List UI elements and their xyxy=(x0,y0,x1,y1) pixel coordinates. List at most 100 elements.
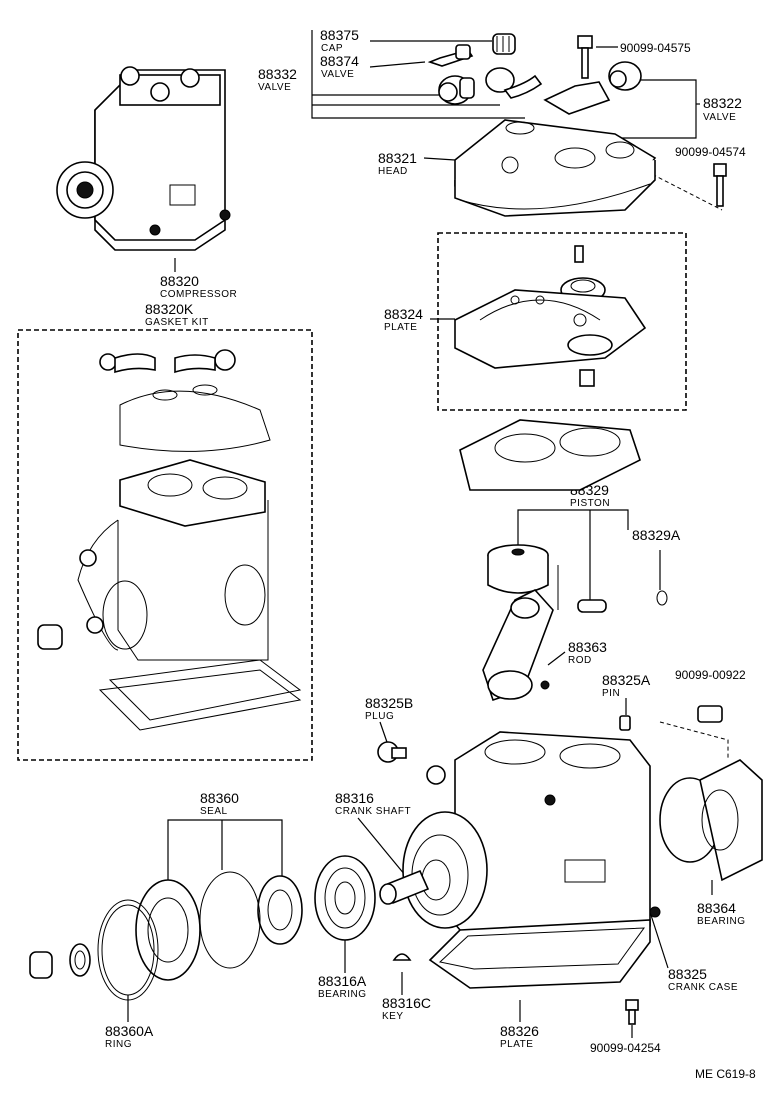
svg-text:88360: 88360 xyxy=(200,790,239,806)
svg-text:88321: 88321 xyxy=(378,150,417,166)
retaining-ring-88329A xyxy=(656,590,668,606)
svg-text:88322: 88322 xyxy=(703,95,742,111)
svg-text:ROD: ROD xyxy=(568,655,592,666)
bearing-88316A xyxy=(314,855,376,941)
bolt-90099-04574 xyxy=(713,163,727,207)
ring-88360A xyxy=(97,899,159,1001)
svg-text:88325A: 88325A xyxy=(602,672,651,688)
label-88364: 88364 BEARING xyxy=(697,900,746,927)
label-88326: 88326 PLATE xyxy=(500,1023,539,1050)
svg-text:88325B: 88325B xyxy=(365,695,413,711)
svg-text:VALVE: VALVE xyxy=(703,112,736,123)
label-88360A: 88360A RING xyxy=(105,1023,154,1050)
svg-text:88364: 88364 xyxy=(697,900,736,916)
svg-text:88320: 88320 xyxy=(160,273,199,289)
svg-text:88316: 88316 xyxy=(335,790,374,806)
leader-lines xyxy=(127,30,729,1038)
svg-text:GASKET KIT: GASKET KIT xyxy=(145,317,209,328)
label-88316: 88316 CRANK SHAFT xyxy=(335,790,411,817)
gasket-kit-parts xyxy=(37,349,302,731)
plate-kit-box xyxy=(437,232,687,411)
pin-88325A xyxy=(619,715,631,731)
label-88375: 88375 CAP xyxy=(320,27,359,54)
label-88325B: 88325B PLUG xyxy=(365,695,413,722)
crank-case-88325 xyxy=(402,731,661,955)
bolt-90099-04254 xyxy=(625,999,639,1025)
valve-88332-mid xyxy=(485,67,543,99)
crank-shaft-88316 xyxy=(379,869,430,905)
label-90099-04574: 90099-04574 xyxy=(675,145,746,159)
svg-text:PLATE: PLATE xyxy=(500,1039,533,1050)
gasket-kit-box xyxy=(17,329,313,761)
cylinder-head-88321 xyxy=(454,119,657,217)
svg-text:88320K: 88320K xyxy=(145,301,194,317)
label-88316A: 88316A BEARING xyxy=(318,973,367,1000)
svg-text:COMPRESSOR: COMPRESSOR xyxy=(160,289,237,300)
bearing-88364 xyxy=(659,759,763,882)
label-88360: 88360 SEAL xyxy=(200,790,239,817)
label-88363: 88363 ROD xyxy=(568,639,607,666)
label-88325: 88325 CRANK CASE xyxy=(668,966,738,993)
svg-text:SEAL: SEAL xyxy=(200,806,228,817)
svg-text:CRANK SHAFT: CRANK SHAFT xyxy=(335,806,411,817)
compressor-88320 xyxy=(56,66,231,251)
front-small-parts xyxy=(29,943,91,979)
label-90099-04254: 90099-04254 xyxy=(590,1041,661,1055)
valve-88374 xyxy=(427,44,474,67)
svg-text:CRANK CASE: CRANK CASE xyxy=(668,982,738,993)
label-88374: 88374 VALVE xyxy=(320,53,359,80)
label-88325A: 88325A PIN xyxy=(602,672,651,699)
rod-88363 xyxy=(482,589,554,702)
svg-text:VALVE: VALVE xyxy=(258,82,291,93)
piston-88329 xyxy=(487,544,607,613)
label-88322: 88322 VALVE xyxy=(703,95,742,123)
label-88324: 88324 PLATE xyxy=(384,306,423,333)
svg-text:88374: 88374 xyxy=(320,53,359,69)
cap-88375 xyxy=(492,33,516,55)
label-90099-04575: 90099-04575 xyxy=(620,41,691,55)
svg-text:PLATE: PLATE xyxy=(384,322,417,333)
svg-text:88326: 88326 xyxy=(500,1023,539,1039)
gasket-plate xyxy=(459,419,641,491)
svg-text:HEAD: HEAD xyxy=(378,166,408,177)
svg-text:88329A: 88329A xyxy=(632,527,681,543)
svg-text:88324: 88324 xyxy=(384,306,423,322)
svg-text:PIN: PIN xyxy=(602,688,620,699)
svg-text:90099-04254: 90099-04254 xyxy=(590,1041,661,1055)
svg-text:BEARING: BEARING xyxy=(318,989,367,1000)
svg-text:PISTON: PISTON xyxy=(570,498,610,509)
svg-text:RING: RING xyxy=(105,1039,132,1050)
svg-text:88363: 88363 xyxy=(568,639,607,655)
key-88316C xyxy=(392,953,412,961)
label-88329A: 88329A xyxy=(632,527,681,543)
svg-text:CAP: CAP xyxy=(321,43,343,54)
plug-88325B xyxy=(377,741,407,763)
label-90099-00922: 90099-00922 xyxy=(675,668,746,682)
label-88316C: 88316C KEY xyxy=(382,995,431,1022)
label-88321: 88321 HEAD xyxy=(378,150,417,177)
svg-text:90099-04574: 90099-04574 xyxy=(675,145,746,159)
valve-88332-left xyxy=(438,75,475,105)
valve-88322 xyxy=(543,61,642,115)
svg-text:VALVE: VALVE xyxy=(321,69,354,80)
valve-plate-88324 xyxy=(454,245,647,387)
svg-text:BEARING: BEARING xyxy=(697,916,746,927)
diagram-reference: ME C619-8 xyxy=(695,1067,756,1081)
svg-text:88360A: 88360A xyxy=(105,1023,154,1039)
svg-text:90099-04575: 90099-04575 xyxy=(620,41,691,55)
seal-88360 xyxy=(135,871,303,981)
oring-small xyxy=(426,765,446,785)
plate-88326 xyxy=(428,919,651,989)
svg-text:90099-00922: 90099-00922 xyxy=(675,668,746,682)
svg-text:88332: 88332 xyxy=(258,66,297,82)
bolt-90099-04575 xyxy=(577,35,593,79)
label-88320K: 88320K GASKET KIT xyxy=(145,301,209,328)
svg-text:88325: 88325 xyxy=(668,966,707,982)
svg-text:88316C: 88316C xyxy=(382,995,431,1011)
svg-text:PLUG: PLUG xyxy=(365,711,394,722)
svg-text:88375: 88375 xyxy=(320,27,359,43)
bolt-90099-00922 xyxy=(697,705,723,723)
svg-text:KEY: KEY xyxy=(382,1011,404,1022)
label-88332: 88332 VALVE xyxy=(258,66,297,93)
